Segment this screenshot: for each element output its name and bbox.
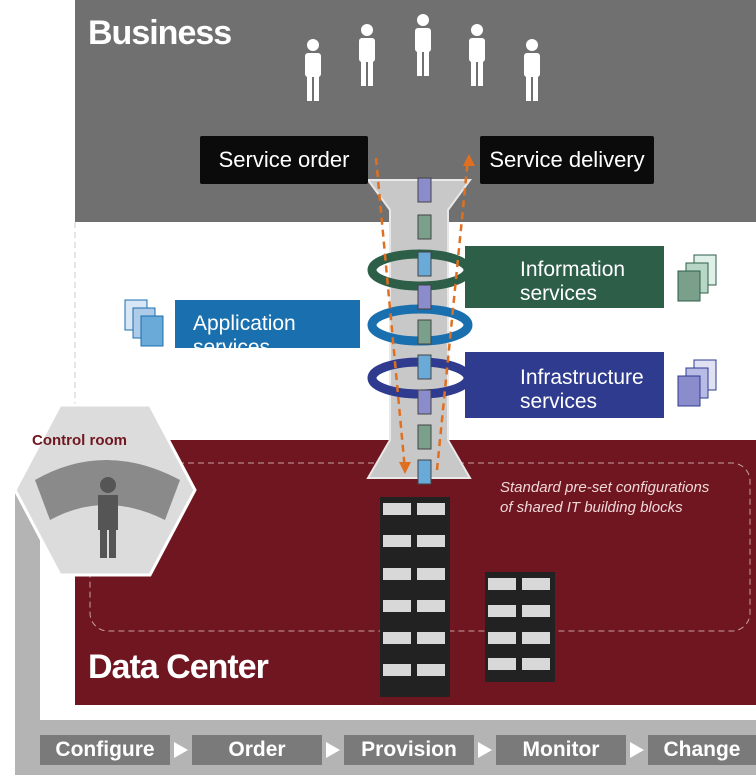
business-people <box>305 14 540 101</box>
arrow-head-icon <box>399 462 411 474</box>
arrow-head-icon <box>463 154 475 166</box>
infrastructure-services-line2: services <box>520 390 598 413</box>
pipe-block <box>417 424 432 450</box>
service-order-box: Service order <box>200 136 368 184</box>
infrastructure-services-label: Infrastructure services <box>520 366 644 414</box>
information-services-line2: services <box>520 282 598 305</box>
pipe-block <box>417 354 432 380</box>
infrastructure-services-line1: Infrastructure <box>520 366 644 389</box>
pipe-block <box>417 389 432 415</box>
person-icon <box>359 24 375 86</box>
document-stack-icon <box>677 359 717 407</box>
information-services-label: Information services <box>520 258 625 306</box>
pipe-block <box>417 177 432 203</box>
arrow-right-icon <box>174 742 188 758</box>
server-rack-large <box>380 497 450 697</box>
pipe-block <box>417 251 432 277</box>
document-stack-icon <box>124 299 164 347</box>
information-services-line1: Information <box>520 258 626 281</box>
document-stack-icon <box>677 254 717 302</box>
control-room-label: Control room <box>32 432 127 449</box>
order-flow-arrow <box>374 157 407 471</box>
application-services-label: Application services <box>193 312 296 360</box>
control-room-icon <box>13 403 197 577</box>
arrow-right-icon <box>326 742 340 758</box>
server-rack-small <box>485 572 555 682</box>
infrastructure-arrow <box>465 352 664 418</box>
workflow-bar: Configure Order Provision Monitor Change <box>40 735 756 773</box>
workflow-step-change: Change <box>648 735 756 765</box>
arrow-right-icon <box>630 742 644 758</box>
datacenter-note-line1: Standard pre-set configurations <box>500 479 710 496</box>
datacenter-note: Standard pre-set configurations of share… <box>500 478 709 518</box>
information-arrow <box>465 246 664 308</box>
workflow-step-order: Order <box>192 735 322 765</box>
pipe-block <box>417 284 432 310</box>
workflow-step-configure: Configure <box>40 735 170 765</box>
datacenter-note-line2: of shared IT building blocks <box>500 499 683 516</box>
delivery-flow-arrow <box>435 157 470 471</box>
pipe-block <box>417 214 432 240</box>
business-title: Business <box>88 14 232 52</box>
person-icon <box>305 39 321 101</box>
application-arrow <box>175 300 360 348</box>
datacenter-title: Data Center <box>88 648 269 686</box>
pipe-block <box>417 319 432 345</box>
person-icon <box>524 39 540 101</box>
person-icon <box>415 14 431 76</box>
arrow-right-icon <box>478 742 492 758</box>
application-services-line2: services <box>193 336 271 359</box>
application-services-line1: Application <box>193 312 296 335</box>
workflow-step-provision: Provision <box>344 735 474 765</box>
pipe-block <box>417 459 432 485</box>
workflow-step-monitor: Monitor <box>496 735 626 765</box>
person-icon <box>469 24 485 86</box>
service-delivery-box: Service delivery <box>480 136 654 184</box>
